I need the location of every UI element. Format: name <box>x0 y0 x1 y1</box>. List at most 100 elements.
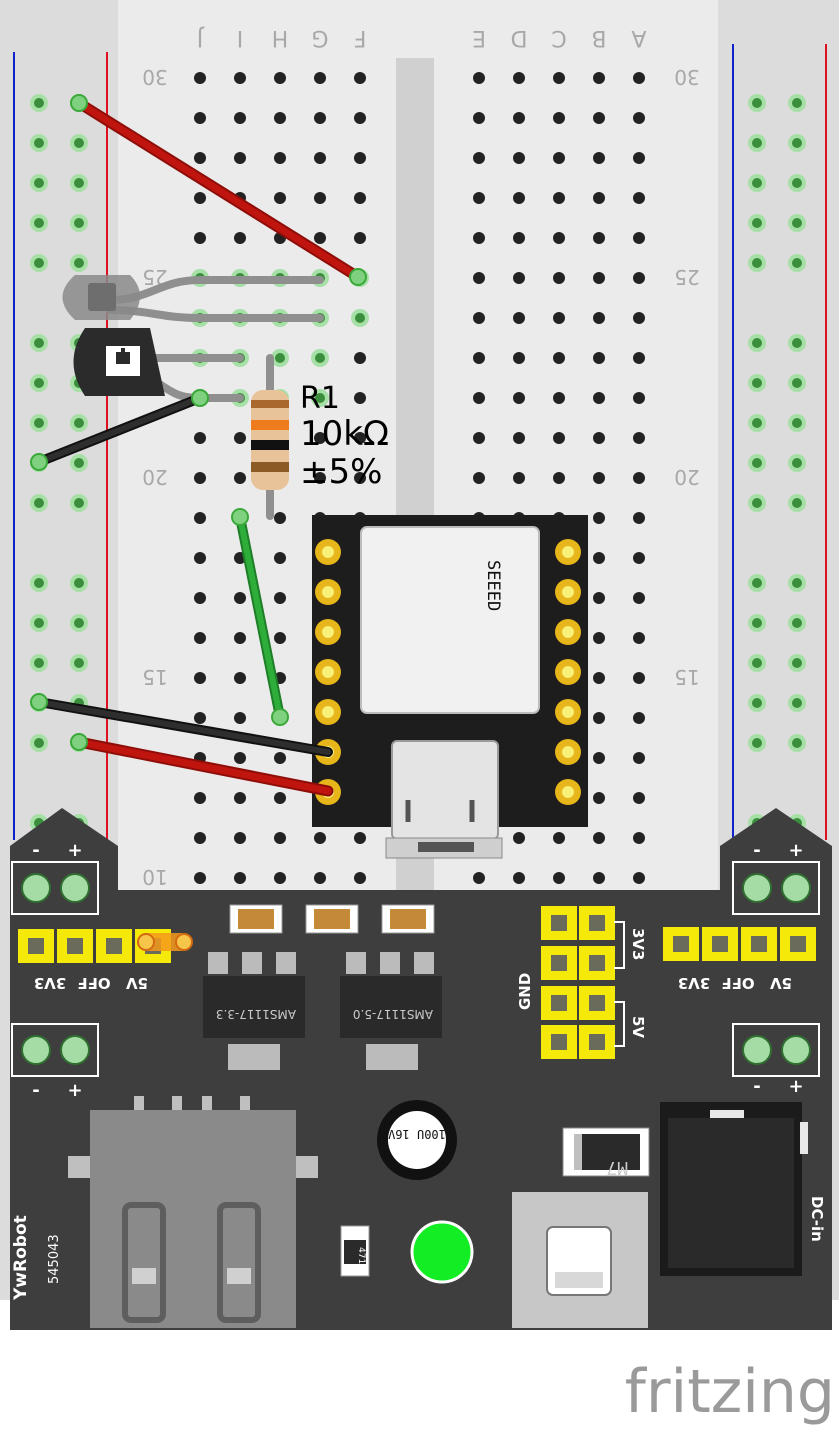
breadboard-hole <box>274 832 286 844</box>
breadboard-hole <box>553 312 565 324</box>
xiao-pin-hole <box>562 666 574 678</box>
breadboard-hole-center <box>315 353 325 363</box>
breadboard-hole <box>354 352 366 364</box>
breadboard-hole <box>473 472 485 484</box>
breadboard-hole <box>593 152 605 164</box>
breadboard-hole-center <box>34 498 44 508</box>
breadboard-hole-center <box>792 178 802 188</box>
breadboard-hole-center <box>74 618 84 628</box>
breadboard-hole-center <box>792 218 802 228</box>
breadboard-hole <box>553 72 565 84</box>
column-letter: J <box>197 25 206 50</box>
column-letter: F <box>354 25 367 50</box>
header-pin-socket <box>551 915 567 931</box>
breadboard-hole <box>194 112 206 124</box>
breadboard-hole <box>633 592 645 604</box>
breadboard-hole-center <box>792 618 802 628</box>
breadboard-hole <box>234 112 246 124</box>
header-pin-socket <box>712 936 728 952</box>
breadboard-hole <box>274 112 286 124</box>
breadboard-hole <box>234 752 246 764</box>
breadboard-hole <box>593 312 605 324</box>
breadboard-hole <box>194 512 206 524</box>
breadboard-hole <box>354 472 366 484</box>
xiao-pin-hole <box>562 546 574 558</box>
breadboard-hole <box>194 592 206 604</box>
breadboard-hole <box>553 192 565 204</box>
breadboard-hole <box>354 392 366 404</box>
row-numbers: 30 30 25 25 20 20 15 15 10 <box>142 65 699 889</box>
breadboard-hole-center <box>752 578 762 588</box>
breadboard-hole-center <box>752 698 762 708</box>
plus-label: + <box>67 1080 82 1101</box>
breadboard-hole <box>593 752 605 764</box>
rail-polarity-labels: - + - + - + - + <box>32 840 803 1101</box>
breadboard-hole <box>473 312 485 324</box>
breadboard-hole <box>513 112 525 124</box>
breadboard-hole-center <box>34 618 44 628</box>
breadboard-hole-center <box>792 458 802 468</box>
breadboard-hole <box>593 192 605 204</box>
column-letter: B <box>591 25 606 50</box>
breadboard-hole <box>314 832 326 844</box>
breadboard-hole <box>194 712 206 724</box>
breadboard-hole <box>593 112 605 124</box>
breadboard-hole <box>194 192 206 204</box>
breadboard-hole-center <box>34 138 44 148</box>
breadboard-hole <box>234 592 246 604</box>
column-letter: E <box>472 25 486 50</box>
header-bracket <box>614 921 625 1047</box>
breadboard-hole <box>354 72 366 84</box>
breadboard-hole <box>234 152 246 164</box>
diode-m7: M7 <box>562 1127 650 1178</box>
breadboard-hole <box>633 152 645 164</box>
header-pin-socket <box>589 1034 605 1050</box>
jumper-right-labels: 5V OFF 3V3 <box>678 974 792 992</box>
resistor-tolerance: ±5% <box>300 452 382 492</box>
breadboard-hole <box>593 872 605 884</box>
breadboard-hole <box>234 632 246 644</box>
breadboard-hole <box>633 552 645 564</box>
xiao-pin-hole <box>322 626 334 638</box>
breadboard-hole-center <box>752 658 762 668</box>
breadboard-hole-center <box>34 418 44 428</box>
breadboard-hole <box>314 112 326 124</box>
breadboard-hole <box>194 632 206 644</box>
breadboard-hole <box>633 312 645 324</box>
breadboard-hole-center <box>74 218 84 228</box>
breadboard-hole-center <box>752 738 762 748</box>
breadboard-hole <box>354 112 366 124</box>
breadboard-hole-center <box>74 498 84 508</box>
breadboard-hole <box>354 152 366 164</box>
breadboard-hole <box>314 72 326 84</box>
xiao-pin-hole <box>562 626 574 638</box>
power-switch[interactable] <box>512 1192 648 1328</box>
breadboard-hole <box>593 72 605 84</box>
breadboard-hole <box>354 232 366 244</box>
breadboard-hole <box>593 512 605 524</box>
breadboard-hole <box>593 712 605 724</box>
row-number: 15 <box>142 665 167 689</box>
breadboard-hole <box>593 592 605 604</box>
breadboard-hole-center <box>752 378 762 388</box>
breadboard-hole <box>633 512 645 524</box>
breadboard-hole-center <box>74 178 84 188</box>
header-gnd-label: GND <box>516 973 534 1010</box>
header-3v3-label: 3V3 <box>629 928 647 960</box>
breadboard-hole-center <box>792 658 802 668</box>
header-pin-socket <box>551 1034 567 1050</box>
breadboard-hole <box>314 192 326 204</box>
breadboard-hole <box>473 872 485 884</box>
breadboard-hole <box>473 152 485 164</box>
breadboard-hole <box>234 672 246 684</box>
breadboard-hole-center <box>34 178 44 188</box>
breadboard-hole <box>633 352 645 364</box>
column-letter: C <box>551 25 566 50</box>
breadboard-hole <box>194 232 206 244</box>
breadboard-hole <box>513 232 525 244</box>
header-5v-label: 5V <box>629 1016 647 1038</box>
breadboard-hole <box>234 712 246 724</box>
jumper-label: OFF <box>721 974 754 992</box>
breadboard-hole <box>633 872 645 884</box>
